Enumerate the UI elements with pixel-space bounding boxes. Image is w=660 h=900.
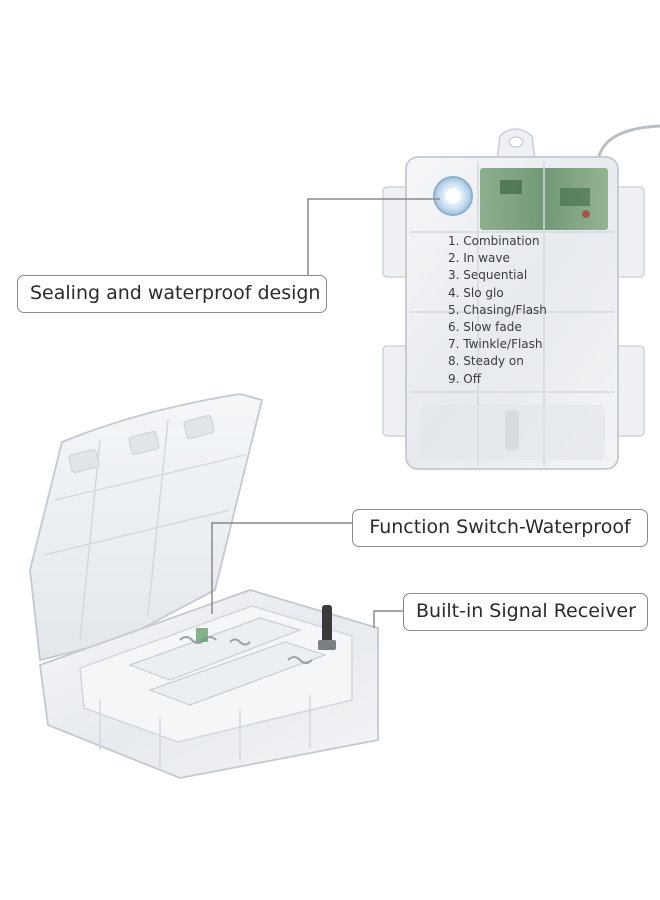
callout-sealing-waterproof: Sealing and waterproof design xyxy=(17,275,327,313)
leader-switch xyxy=(211,522,352,614)
leader-sealing xyxy=(307,198,440,275)
closed-box-body xyxy=(405,156,619,470)
closed-battery-box xyxy=(382,124,660,470)
callout-signal-receiver: Built-in Signal Receiver xyxy=(403,593,648,631)
battery-springs xyxy=(179,636,313,664)
callout-leaders xyxy=(211,198,440,628)
lid-grid-lines xyxy=(43,419,246,641)
callout-function-switch: Function Switch-Waterproof xyxy=(352,509,648,547)
mode-item: 6. Slow fade xyxy=(448,319,522,334)
open-battery-box xyxy=(29,393,379,779)
function-switch xyxy=(322,605,332,649)
mode-item: 2. In wave xyxy=(448,251,510,266)
power-cable xyxy=(596,124,660,161)
mode-item: 1. Combination xyxy=(448,234,540,248)
mode-list: 1. Combination 2. In wave 3. Sequential … xyxy=(448,233,547,388)
leader-receiver xyxy=(373,610,403,628)
mode-item: 3. Sequential xyxy=(448,268,528,283)
mode-item: 8. Steady on xyxy=(448,354,524,369)
battery-slots xyxy=(128,617,327,706)
mode-item: 9. Off xyxy=(448,371,481,386)
mode-item: 5. Chasing/Flash xyxy=(448,302,547,317)
mode-item: 7. Twinkle/Flash xyxy=(448,337,543,352)
mode-item: 4. Slo glo xyxy=(448,285,504,300)
lid-latches xyxy=(68,415,215,473)
